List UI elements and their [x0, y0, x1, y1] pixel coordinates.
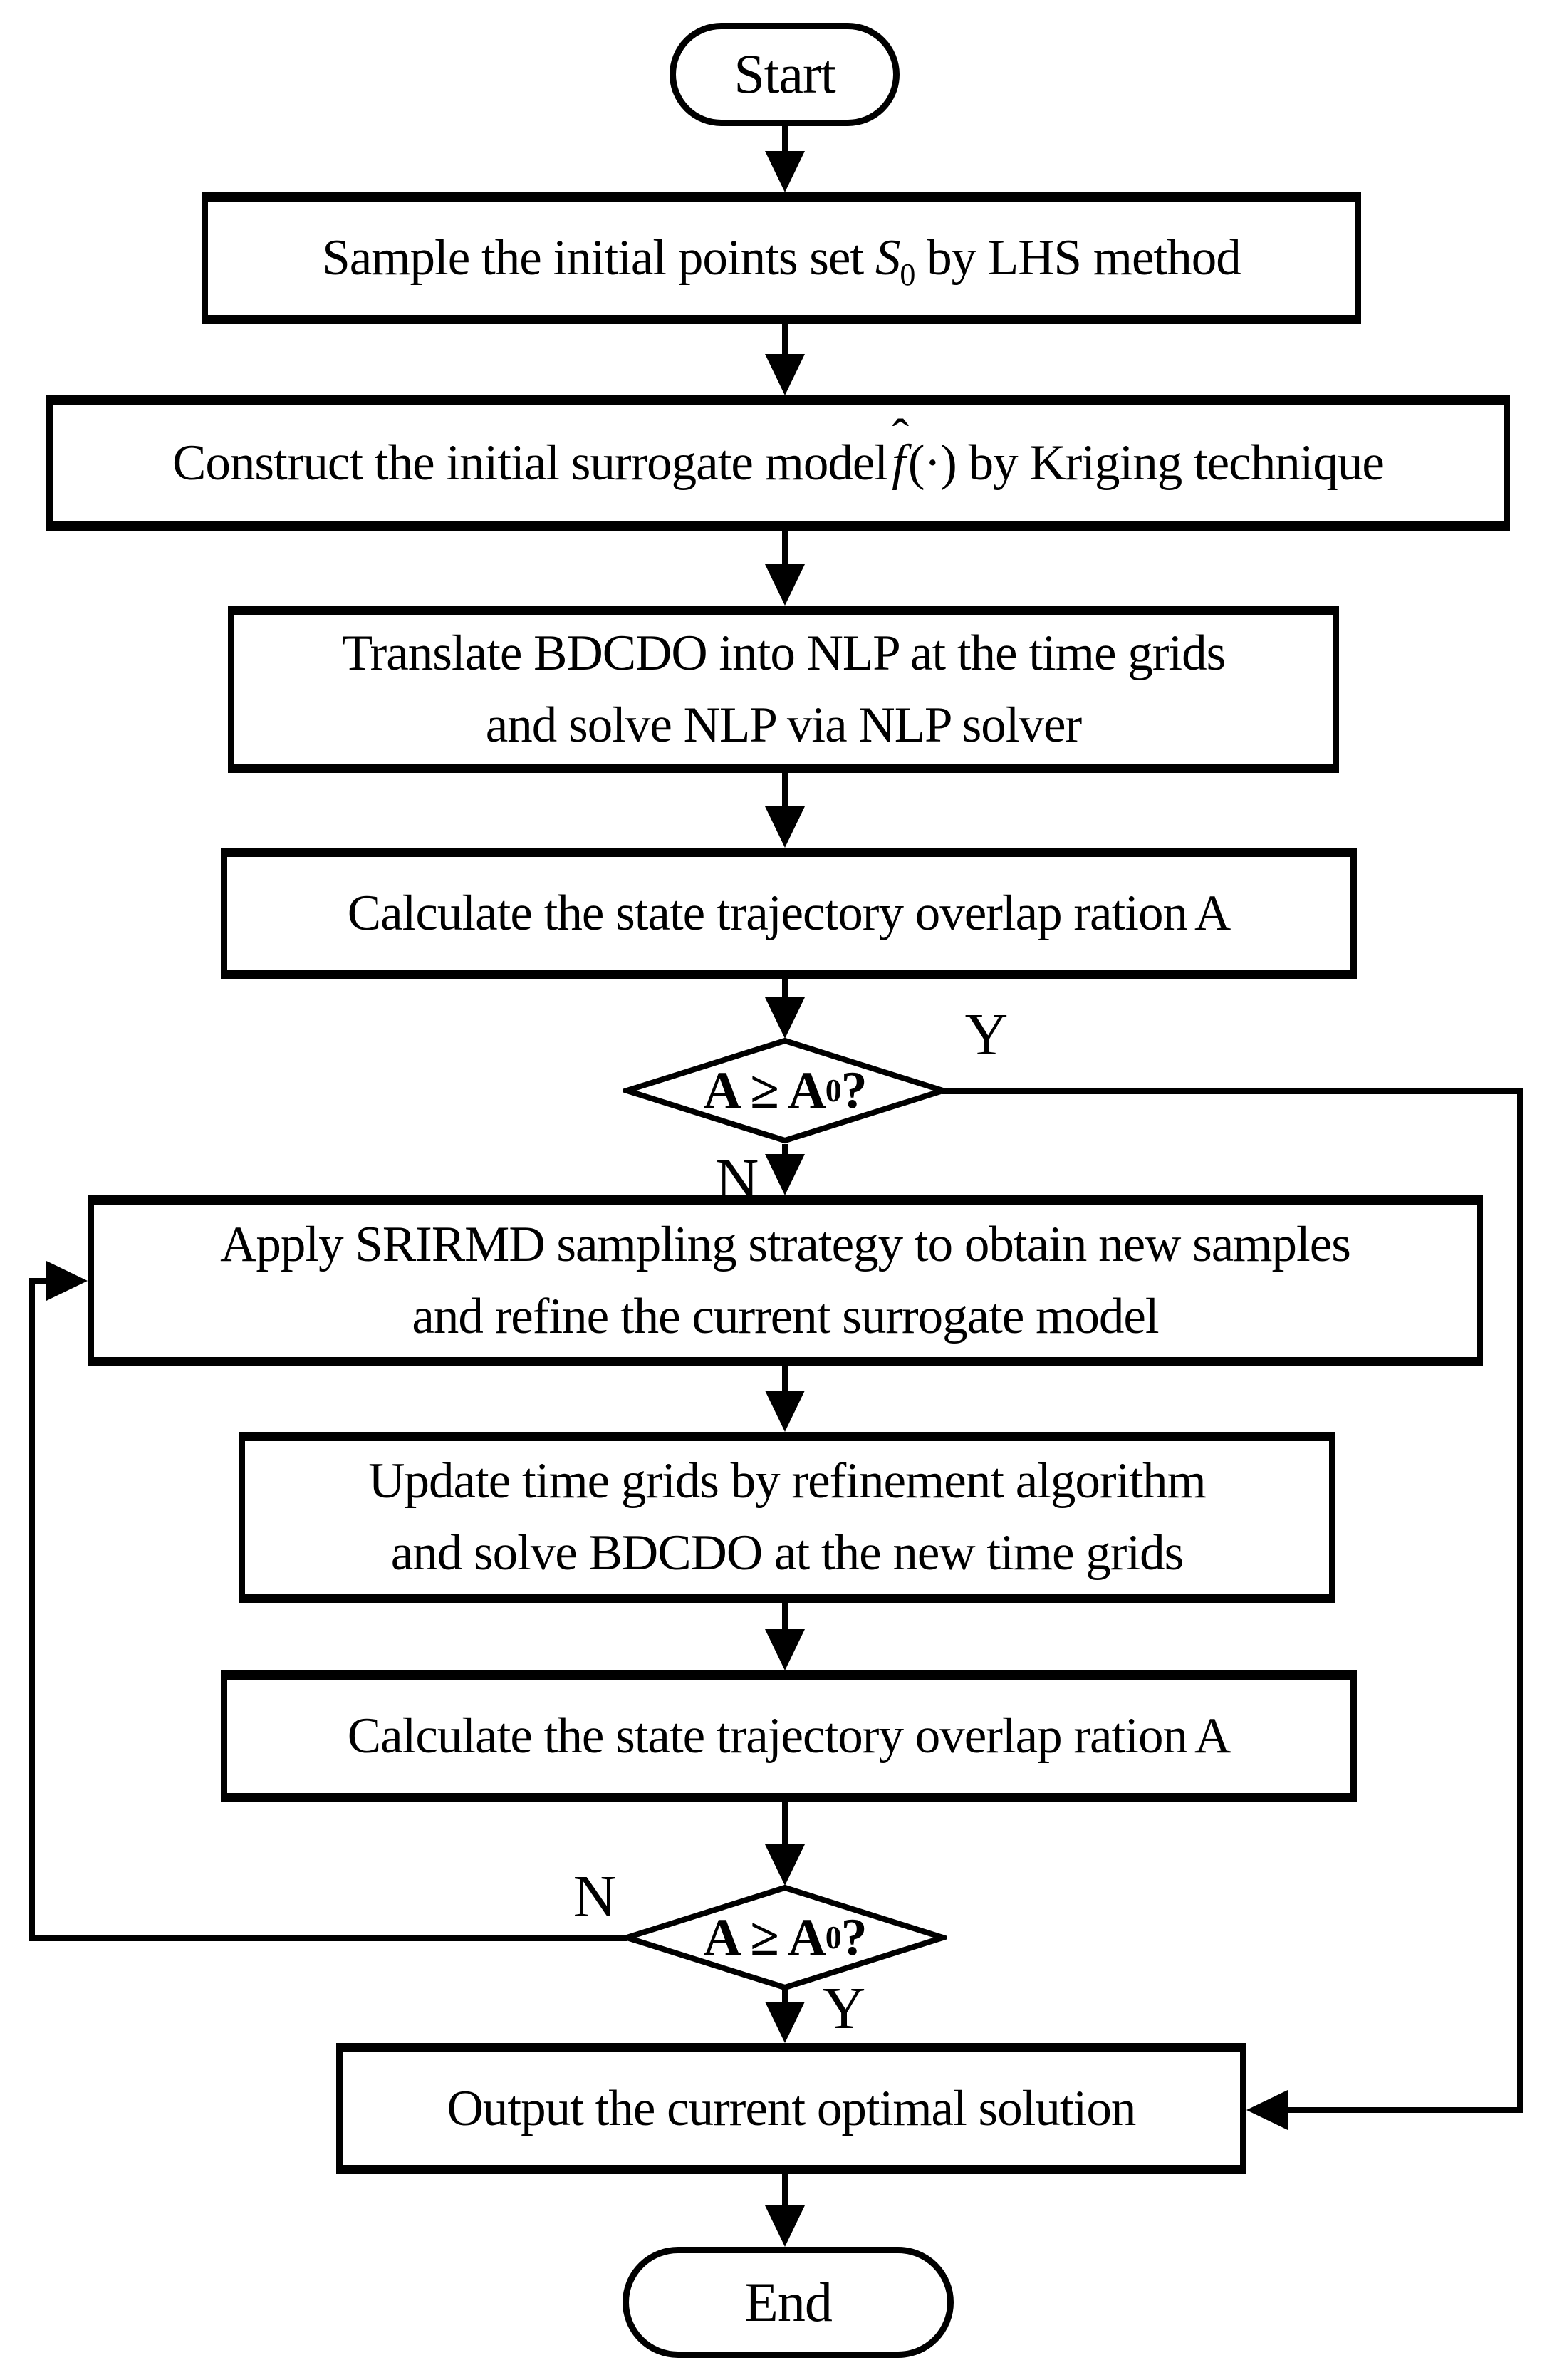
process-sample-points: Sample the initial points set S0 by LHS … [202, 192, 1361, 324]
arrowhead-update-calc2 [765, 1629, 805, 1670]
edge-calc2-decision2 [782, 1802, 788, 1844]
process-translate-line1: Translate BDCDO into NLP at the time gri… [341, 625, 1227, 681]
edge-calc1-decision1 [782, 979, 788, 997]
edge-construct-translate [782, 531, 788, 564]
arrowhead-construct-translate [765, 564, 805, 606]
arrowhead-decision1-apply [765, 1154, 805, 1195]
process-update-grids: Update time grids by refinement algorith… [239, 1432, 1335, 1603]
process-output-solution: Output the current optimal solution [336, 2043, 1246, 2174]
arrowhead-calc2-decision2 [765, 1844, 805, 1886]
arrowhead-no-into-apply [46, 1261, 88, 1301]
end-label: End [744, 2270, 833, 2333]
arrowhead-sample-construct [765, 354, 805, 395]
arrowhead-yes-into-output [1246, 2090, 1288, 2130]
decision-1-diamond-shape [623, 1037, 947, 1144]
process-apply-line1: Apply SRIRMD sampling strategy to obtain… [220, 1217, 1351, 1273]
edge-translate-calc1 [782, 773, 788, 806]
process-calc1-text: Calculate the state trajectory overlap r… [347, 885, 1231, 942]
edge-decision1-yes-horizontal [942, 1088, 1523, 1094]
decision-1-yes-label: Y [964, 1002, 1009, 1068]
edge-update-calc2 [782, 1603, 788, 1629]
process-apply-line2: and refine the current surrogate model [412, 1289, 1159, 1344]
edge-decision2-no-vertical [29, 1278, 35, 1941]
process-apply-srirmd: Apply SRIRMD sampling strategy to obtain… [88, 1195, 1483, 1366]
edge-decision2-no-top [35, 1278, 52, 1284]
process-calc-overlap-2: Calculate the state trajectory overlap r… [221, 1670, 1357, 1802]
edge-sample-construct [782, 324, 788, 354]
edge-decision1-apply [782, 1144, 788, 1154]
process-update-line1: Update time grids by refinement algorith… [368, 1453, 1207, 1509]
decision-2-yes-label: Y [822, 1975, 866, 2042]
process-translate-line2: and solve NLP via NLP solver [485, 697, 1082, 753]
edge-decision2-output [782, 1990, 788, 2002]
process-calc2-text: Calculate the state trajectory overlap r… [347, 1708, 1231, 1765]
edge-start-sample [782, 126, 788, 151]
process-translate-bdcdo: Translate BDCDO into NLP at the time gri… [228, 606, 1339, 773]
decision-2-diamond-shape [623, 1884, 947, 1991]
edge-decision1-yes-bottom [1282, 2107, 1523, 2113]
start-label: Start [734, 43, 835, 105]
arrowhead-apply-update [765, 1391, 805, 1432]
edge-decision1-yes-vertical [1517, 1088, 1523, 2113]
process-calc-overlap-1: Calculate the state trajectory overlap r… [221, 848, 1357, 979]
arrowhead-calc1-decision1 [765, 997, 805, 1039]
arrowhead-start-sample [765, 151, 805, 192]
edge-decision2-no-horizontal [32, 1935, 627, 1941]
arrowhead-output-end [765, 2205, 805, 2247]
edge-output-end [782, 2174, 788, 2205]
arrowhead-translate-calc1 [765, 806, 805, 848]
edge-apply-update [782, 1366, 788, 1391]
decision-2-no-label: N [573, 1863, 617, 1930]
end-node: End [623, 2247, 954, 2358]
process-output-text: Output the current optimal solution [447, 2080, 1137, 2136]
process-sample-text: Sample the initial points set S0 by LHS … [322, 230, 1241, 293]
start-node: Start [670, 23, 900, 126]
arrowhead-decision2-output [765, 2002, 805, 2043]
process-update-line2: and solve BDCDO at the new time grids [390, 1525, 1184, 1581]
